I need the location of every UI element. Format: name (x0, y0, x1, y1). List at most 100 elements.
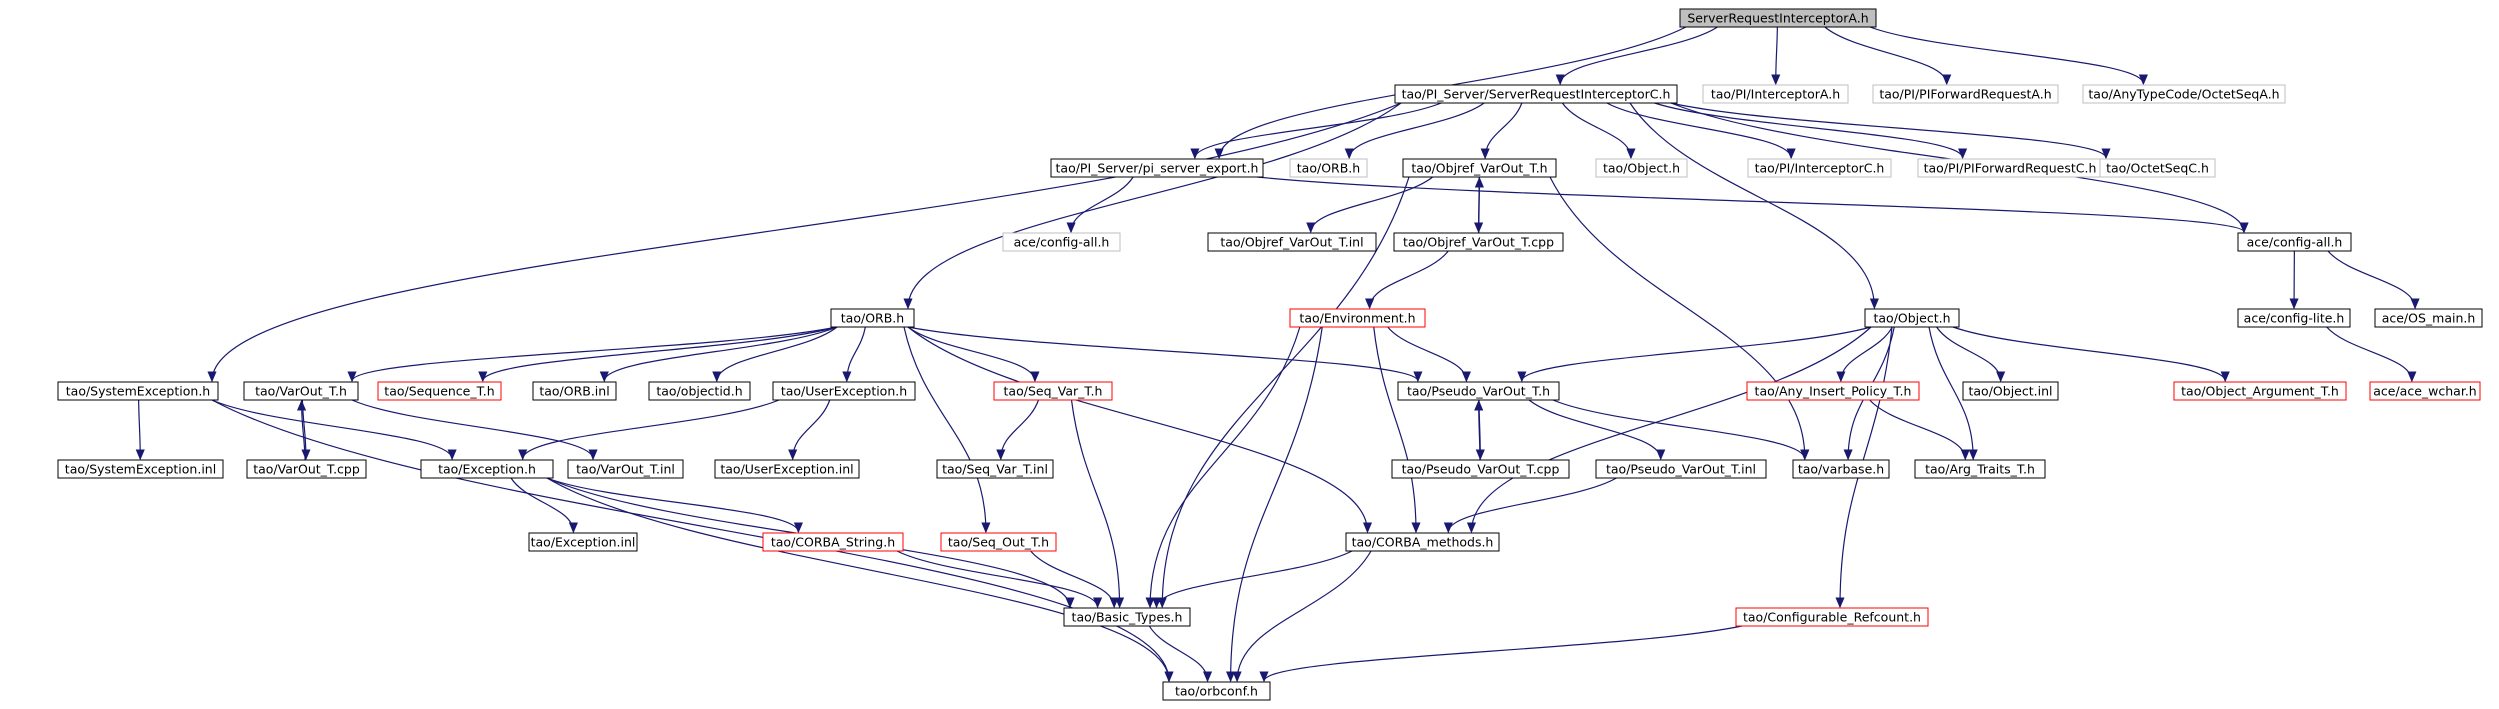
node-varout-inl[interactable]: tao/VarOut_T.inl (567, 459, 684, 479)
include-edge (2327, 250, 2420, 310)
node-label: ServerRequestInterceptorA.h (1687, 11, 1868, 26)
include-edge (2289, 250, 2299, 310)
node-ace-config-all[interactable]: ace/config-all.h (2237, 232, 2352, 252)
node-basic-types[interactable]: tao/Basic_Types.h (1063, 607, 1191, 627)
include-edge (1066, 176, 1134, 234)
include-edge (896, 550, 1103, 609)
node-label: tao/objectid.h (656, 384, 742, 399)
node-label: ace/config-all.h (2247, 235, 2343, 250)
node-pi-server-export[interactable]: tao/PI_Server/pi_server_export.h (1050, 158, 1264, 178)
node-sequence-t[interactable]: tao/Sequence_T.h (377, 381, 502, 401)
node-label: ace/OS_main.h (2382, 311, 2476, 326)
node-label: ace/ace_wchar.h (2373, 384, 2476, 399)
include-edge (1670, 102, 2111, 160)
node-seq-out-t[interactable]: tao/Seq_Out_T.h (940, 532, 1057, 552)
include-edge (518, 399, 780, 461)
node-any-insert-policy[interactable]: tao/Any_Insert_Policy_T.h (1746, 381, 1920, 401)
node-exception-h[interactable]: tao/Exception.h (420, 459, 554, 479)
node-system-exception[interactable]: tao/SystemException.h (57, 381, 219, 401)
include-edge (1952, 326, 2230, 383)
include-edge (1517, 326, 1872, 383)
include-edge (296, 399, 307, 461)
node-varout-t[interactable]: tao/VarOut_T.h (243, 381, 359, 401)
include-edge (907, 326, 1373, 534)
node-label: tao/Objref_VarOut_T.h (1411, 161, 1547, 176)
node-orbconf[interactable]: tao/orbconf.h (1162, 681, 1271, 701)
include-edge (1606, 102, 1796, 160)
node-label: tao/Seq_Out_T.h (948, 535, 1049, 550)
node-object-inl[interactable]: tao/Object.inl (1962, 381, 2059, 401)
node-label: tao/PI_Server/pi_server_export.h (1056, 161, 1259, 176)
node-objectid[interactable]: tao/objectid.h (648, 381, 751, 401)
node-seq-var-t[interactable]: tao/Seq_Var_T.h (993, 381, 1113, 401)
node-orb-h-ext[interactable]: tao/ORB.h (1289, 158, 1368, 178)
node-label: tao/Object.h (1603, 161, 1680, 176)
node-arg-traits[interactable]: tao/Arg_Traits_T.h (1914, 459, 2046, 479)
include-edge (351, 399, 598, 461)
node-user-exception[interactable]: tao/UserException.h (772, 381, 916, 401)
node-label: tao/Pseudo_VarOut_T.cpp (1402, 462, 1560, 477)
node-label: tao/Object_Argument_T.h (2181, 384, 2339, 399)
node-object-h-ext[interactable]: tao/Object.h (1595, 158, 1688, 178)
node-label: tao/Seq_Var_T.inl (942, 462, 1048, 477)
node-varout-cpp[interactable]: tao/VarOut_T.cpp (246, 459, 367, 479)
include-edge (1232, 550, 1372, 683)
include-edge (1387, 326, 1471, 383)
node-ace-config-all-ext[interactable]: ace/config-all.h (1002, 232, 1121, 252)
include-edge (1259, 625, 1743, 683)
node-orb-inl[interactable]: tao/ORB.inl (532, 381, 617, 401)
node-environment[interactable]: tao/Environment.h (1289, 308, 1426, 328)
node-ace-os-main[interactable]: ace/OS_main.h (2374, 308, 2483, 328)
node-octetseqc[interactable]: tao/OctetSeqC.h (2099, 158, 2216, 178)
node-objref-varout-inl[interactable]: tao/Objref_VarOut_T.inl (1207, 232, 1377, 252)
node-octetseqa[interactable]: tao/AnyTypeCode/OctetSeqA.h (2082, 84, 2286, 104)
node-sria[interactable]: ServerRequestInterceptorA.h (1679, 8, 1877, 28)
node-orb-h[interactable]: tao/ORB.h (830, 308, 915, 328)
node-label: tao/orbconf.h (1175, 684, 1258, 699)
include-edge (788, 399, 831, 461)
node-exception-inl[interactable]: tao/Exception.inl (528, 532, 638, 552)
node-corba-methods[interactable]: tao/CORBA_methods.h (1345, 532, 1500, 552)
node-pseudo-varout-cpp[interactable]: tao/Pseudo_VarOut_T.cpp (1391, 459, 1570, 479)
node-label: tao/Configurable_Refcount.h (1743, 610, 1921, 625)
include-edge (903, 326, 991, 534)
node-label: tao/Sequence_T.h (384, 384, 494, 399)
node-object-h[interactable]: tao/Object.h (1864, 308, 1960, 328)
dependency-edges (135, 26, 2420, 683)
include-edge (712, 326, 838, 383)
node-system-exception-inl[interactable]: tao/SystemException.inl (57, 459, 224, 479)
node-objref-varout[interactable]: tao/Objref_VarOut_T.h (1402, 158, 1557, 178)
include-edge (1145, 326, 1301, 609)
node-sric[interactable]: tao/PI_Server/ServerRequestInterceptorC.… (1394, 84, 1678, 104)
node-pi-interceptora[interactable]: tao/PI/InterceptorA.h (1702, 84, 1849, 104)
include-edge (907, 326, 1423, 383)
node-pi-interceptorc[interactable]: tao/PI/InterceptorC.h (1747, 158, 1892, 178)
node-piforwarda[interactable]: tao/PI/PIForwardRequestA.h (1872, 84, 2059, 104)
include-edge (1824, 26, 1952, 86)
node-label: tao/Object.inl (1969, 384, 2053, 399)
node-ace-config-lite[interactable]: ace/config-lite.h (2237, 308, 2351, 328)
node-ace-wchar[interactable]: ace/ace_wchar.h (2369, 381, 2481, 401)
include-edge (1528, 399, 1666, 461)
include-edge (1373, 326, 1421, 534)
include-edge (1836, 326, 1893, 383)
include-edge (347, 326, 838, 383)
include-edge (996, 399, 1040, 461)
node-pseudo-varout[interactable]: tao/Pseudo_VarOut_T.h (1397, 381, 1560, 401)
include-edge (478, 326, 838, 383)
include-edge (1474, 176, 1484, 234)
node-varbase[interactable]: tao/varbase.h (1792, 459, 1890, 479)
node-user-exception-inl[interactable]: tao/UserException.inl (714, 459, 860, 479)
node-objref-varout-cpp[interactable]: tao/Objref_VarOut_T.cpp (1393, 232, 1564, 252)
node-corba-string[interactable]: tao/CORBA_String.h (762, 532, 904, 552)
include-edge (1344, 102, 1485, 160)
node-object-argument[interactable]: tao/Object_Argument_T.h (2173, 381, 2347, 401)
node-label: tao/Exception.inl (531, 535, 636, 550)
node-label: tao/Pseudo_VarOut_T.inl (1606, 462, 1756, 477)
node-piforwardc[interactable]: tao/PI/PIForwardRequestC.h (1917, 158, 2103, 178)
node-pseudo-varout-inl[interactable]: tao/Pseudo_VarOut_T.inl (1595, 459, 1767, 479)
include-edge (1466, 326, 1872, 534)
node-seq-var-inl[interactable]: tao/Seq_Var_T.inl (936, 459, 1054, 479)
node-configurable-refcount[interactable]: tao/Configurable_Refcount.h (1735, 607, 1929, 627)
